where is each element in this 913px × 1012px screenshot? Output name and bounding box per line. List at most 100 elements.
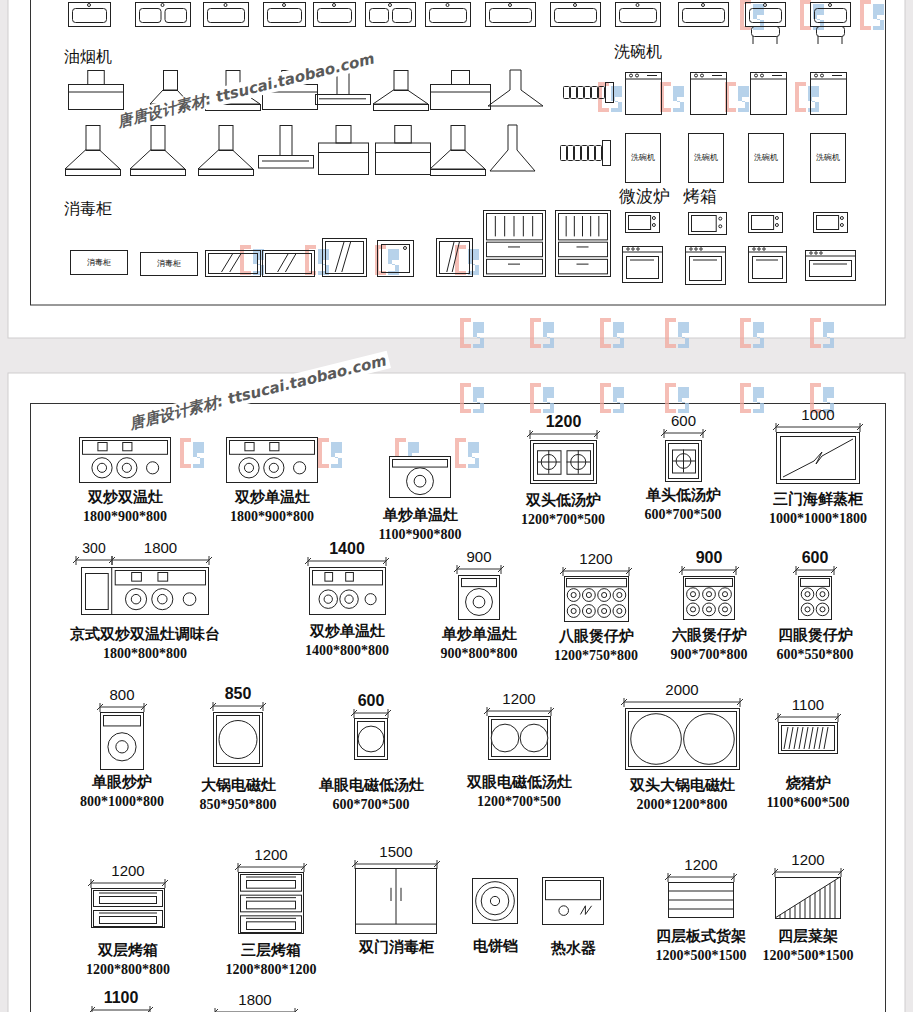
equipment-name: 烧猪炉 <box>786 774 831 792</box>
equipment-symbol: 双眼电磁低汤灶1200*700*500 <box>465 716 574 810</box>
equipment-symbol: 双门消毒柜 <box>353 868 439 956</box>
label-text: 1100 <box>104 989 139 1007</box>
dimension-label: 1000 <box>801 406 834 424</box>
equipment-size: 900*800*800 <box>441 645 518 662</box>
equipment-size: 1200*700*500 <box>477 793 561 810</box>
equipment-size: 1200*500*1500 <box>763 947 854 964</box>
label-text: 1200 <box>546 413 582 431</box>
label-text: 油烟机 <box>64 47 112 67</box>
appliance-box: 洗碗机 <box>810 133 846 183</box>
label-text: 微波炉 <box>619 186 670 207</box>
equipment-name: 电饼铛 <box>473 937 518 955</box>
equipment-name: 京式双炒双温灶调味台 <box>70 625 220 643</box>
equipment-icon <box>665 440 702 482</box>
equipment-icon <box>683 576 735 620</box>
equipment-symbol: 六眼煲仔炉900*700*800 <box>669 576 750 663</box>
category-heading: 烤箱 <box>683 186 717 207</box>
equipment-icon <box>355 868 437 934</box>
appliance-label: 洗碗机 <box>631 153 655 163</box>
appliance-label: 洗碗机 <box>694 153 718 163</box>
equipment-name: 热水器 <box>551 939 596 957</box>
equipment-icon <box>668 882 734 918</box>
dimension-label: 1200 <box>684 856 717 874</box>
equipment-symbol: 单眼电磁低汤灶600*700*500 <box>317 718 426 813</box>
dimension-label: 850 <box>225 685 252 703</box>
equipment-icon <box>775 877 841 919</box>
label-text: 1200 <box>579 550 612 568</box>
label-text: 300 <box>82 539 105 557</box>
label-text: 烤箱 <box>683 186 717 207</box>
dimension-label: 1800 <box>144 539 177 557</box>
label-text: 1400 <box>329 540 365 558</box>
equipment-symbol: 单头低汤炉600*700*500 <box>643 440 724 523</box>
equipment-name: 单炒单温灶 <box>442 625 517 643</box>
equipment-name: 双炒双温灶 <box>88 488 163 506</box>
dimension-label: 300 <box>82 539 105 557</box>
equipment-symbol: 单炒单温灶1100*900*800 <box>376 456 464 543</box>
equipment-name: 单眼炒炉 <box>92 773 152 791</box>
dimension-label: 1100 <box>792 696 824 714</box>
dimension-label: 2000 <box>665 681 698 699</box>
equipment-icon <box>458 575 500 620</box>
dimension-label: 600 <box>671 412 696 430</box>
label-text: 1800 <box>238 991 271 1009</box>
card <box>8 373 905 1012</box>
equipment-icon <box>472 878 518 924</box>
equipment-size: 1200*700*500 <box>521 511 605 528</box>
equipment-symbol: 烧猪炉1100*600*500 <box>764 722 852 811</box>
equipment-symbol: 单炒单温灶 900*800*800 <box>439 575 520 662</box>
equipment-icon <box>238 872 304 934</box>
equipment-name: 四眼煲仔炉 <box>778 626 853 644</box>
label-text: 1100 <box>792 696 824 714</box>
label-text: 1200 <box>111 862 144 880</box>
equipment-symbol: 四眼煲仔炉 600*550*800 <box>775 576 856 663</box>
label-text: 600 <box>671 412 696 430</box>
equipment-size: 1200*750*800 <box>554 647 638 664</box>
equipment-icon <box>488 716 551 760</box>
equipment-symbol: 三层烤箱1200*800*1200 <box>224 872 319 978</box>
equipment-name: 六眼煲仔炉 <box>672 626 747 644</box>
equipment-size: 1200*800*1200 <box>226 961 317 978</box>
equipment-size: 600*700*500 <box>333 796 410 813</box>
label-text: 2000 <box>665 681 698 699</box>
equipment-icon <box>798 576 832 620</box>
label-text: 800 <box>109 686 134 704</box>
appliance-box: 消毒柜 <box>140 252 198 276</box>
equipment-name: 四层菜架 <box>778 927 838 945</box>
equipment-icon <box>79 437 171 483</box>
dimension-label: 1200 <box>111 862 144 880</box>
equipment-name: 双头大锅电磁灶 <box>630 776 735 794</box>
dimension-label: 1200 <box>254 846 287 864</box>
dimension-label: 1200 <box>502 690 535 708</box>
category-heading: 油烟机 <box>64 47 112 67</box>
equipment-icon <box>81 567 209 615</box>
equipment-symbol: 三门海鲜蒸柜1000*1000*1800 <box>767 432 869 527</box>
equipment-name: 单炒单温灶 <box>383 506 458 524</box>
appliance-label: 洗碗机 <box>754 153 778 163</box>
equipment-name: 四层板式货架 <box>656 927 746 945</box>
equipment-size: 1800*800*800 <box>103 645 187 662</box>
equipment-icon <box>309 567 386 615</box>
equipment-size: 600*550*800 <box>777 646 854 663</box>
label-text: 1200 <box>254 846 287 864</box>
equipment-symbol: 八眼煲仔炉1200*750*800 <box>552 576 640 664</box>
equipment-symbol: 四层菜架 1200*500*1500 <box>761 877 856 964</box>
dimension-label: 1500 <box>379 843 412 861</box>
equipment-size: 1800*900*800 <box>83 508 167 525</box>
equipment-icon <box>530 440 597 484</box>
equipment-symbol: 大锅电磁灶850*950*800 <box>198 712 279 813</box>
dimension-label: 800 <box>109 686 134 704</box>
label-text: 1500 <box>379 843 412 861</box>
label-text: 1200 <box>684 856 717 874</box>
label-text: 900 <box>466 548 491 566</box>
frame <box>31 404 886 1012</box>
equipment-size: 1200*800*800 <box>86 961 170 978</box>
equipment-name: 双头低汤炉 <box>526 491 601 509</box>
label-text: 1000 <box>801 406 834 424</box>
equipment-icon <box>778 722 838 754</box>
label-text: 850 <box>225 685 252 703</box>
equipment-name: 双门消毒柜 <box>359 938 434 956</box>
appliance-box: 洗碗机 <box>748 133 784 183</box>
equipment-symbol: 双炒双温灶 1800*900*800 <box>77 437 173 525</box>
equipment-icon <box>213 712 263 767</box>
